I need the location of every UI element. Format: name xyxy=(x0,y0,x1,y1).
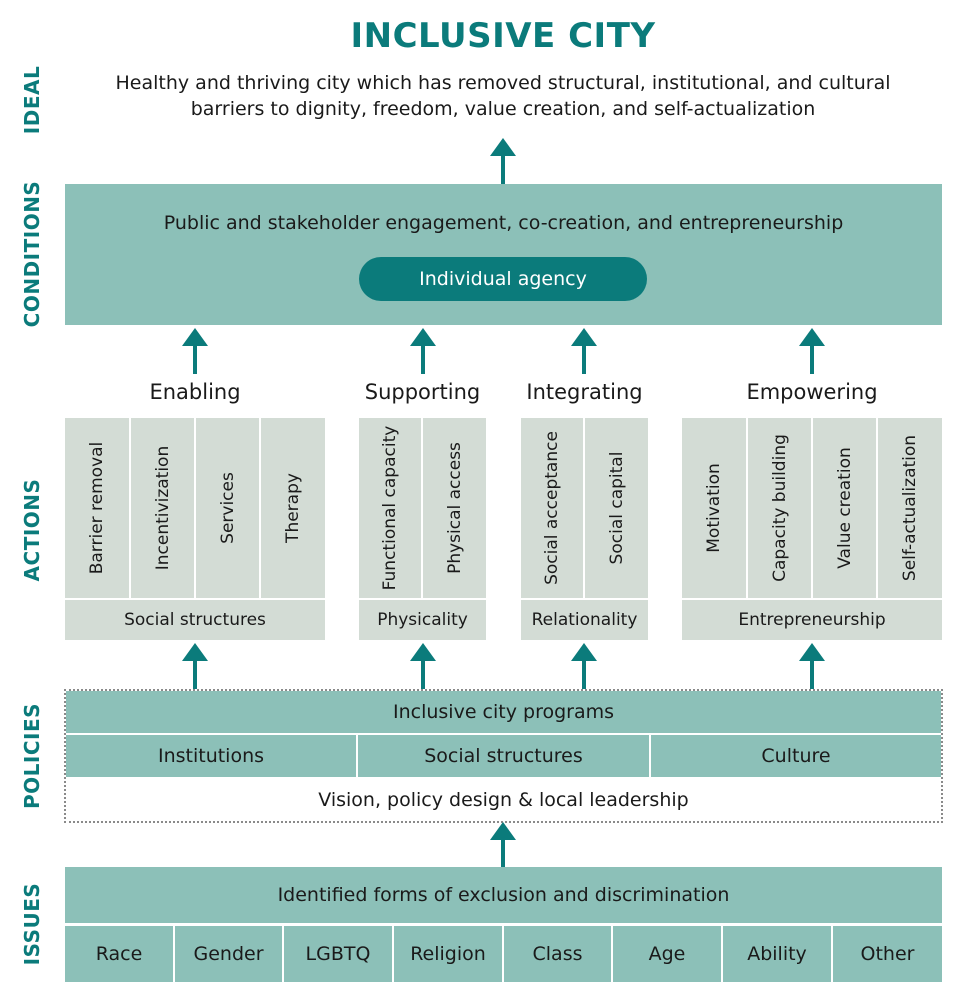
policy-area-social-structures: Social structures xyxy=(358,735,649,777)
issue-class: Class xyxy=(504,926,611,982)
ideal-statement: Healthy and thriving city which has remo… xyxy=(110,70,896,122)
action-category-entrepreneurship: Entrepreneurship xyxy=(682,600,942,640)
individual-agency-pill: Individual agency xyxy=(359,257,647,301)
issues-header: Identified forms of exclusion and discri… xyxy=(65,867,942,923)
arrow-up-icon xyxy=(571,328,597,374)
action-cell: Physical access xyxy=(423,418,486,598)
arrow-up-icon xyxy=(410,643,436,689)
side-label-issues: ISSUES xyxy=(20,882,44,966)
issue-gender: Gender xyxy=(175,926,282,982)
arrow-up-icon xyxy=(571,643,597,689)
side-label-policies: POLICIES xyxy=(20,702,44,810)
action-heading-enabling: Enabling xyxy=(149,380,241,404)
side-label-actions: ACTIONS xyxy=(20,478,44,582)
arrow-up-icon xyxy=(490,138,516,184)
issue-other: Other xyxy=(833,926,942,982)
issue-lgbtq: LGBTQ xyxy=(284,926,392,982)
action-cell: Therapy xyxy=(261,418,325,598)
action-label: Capacity building xyxy=(769,434,790,582)
action-cell: Incentivization xyxy=(131,418,194,598)
action-label: Functional capacity xyxy=(380,425,400,591)
arrow-up-icon xyxy=(799,643,825,689)
side-label-ideal: IDEAL xyxy=(20,65,44,135)
conditions-box xyxy=(65,184,942,325)
action-cell: Social acceptance xyxy=(521,418,583,598)
issue-ability: Ability xyxy=(723,926,831,982)
arrow-up-icon xyxy=(799,328,825,374)
action-label: Physical access xyxy=(444,442,465,574)
arrow-up-icon xyxy=(182,643,208,689)
diagram-title: INCLUSIVE CITY xyxy=(350,16,656,56)
action-label: Social acceptance xyxy=(542,431,562,585)
action-label: Value creation xyxy=(834,447,855,569)
issue-age: Age xyxy=(613,926,721,982)
action-label: Incentivization xyxy=(152,445,173,571)
action-category-relationality: Relationality xyxy=(521,600,648,640)
action-label: Self-actualization xyxy=(900,434,920,582)
side-label-conditions: CONDITIONS xyxy=(20,180,44,328)
conditions-text: Public and stakeholder engagement, co-cr… xyxy=(163,212,844,234)
policy-area-culture: Culture xyxy=(651,735,941,777)
action-cell: Capacity building xyxy=(748,418,811,598)
issue-race: Race xyxy=(65,926,173,982)
arrow-up-icon xyxy=(410,328,436,374)
policy-area-institutions: Institutions xyxy=(66,735,356,777)
action-label: Motivation xyxy=(704,463,724,553)
action-cell: Value creation xyxy=(813,418,876,598)
action-label: Therapy xyxy=(283,473,303,543)
ideal-line-2: barriers to dignity, freedom, value crea… xyxy=(190,98,816,120)
action-heading-supporting: Supporting xyxy=(364,380,481,404)
arrow-up-icon xyxy=(182,328,208,374)
action-label: Services xyxy=(217,472,238,544)
action-cell: Services xyxy=(196,418,259,598)
action-cell: Motivation xyxy=(682,418,746,598)
issue-religion: Religion xyxy=(394,926,502,982)
action-heading-empowering: Empowering xyxy=(746,380,878,404)
action-cell: Social capital xyxy=(585,418,648,598)
arrow-up-icon xyxy=(490,822,516,868)
policies-vision: Vision, policy design & local leadership xyxy=(66,779,941,821)
action-category-physicality: Physicality xyxy=(359,600,486,640)
policies-programs: Inclusive city programs xyxy=(66,691,941,733)
action-category-social-structures: Social structures xyxy=(65,600,325,640)
action-cell: Self-actualization xyxy=(878,418,942,598)
action-label: Barrier removal xyxy=(87,441,107,575)
action-cell: Functional capacity xyxy=(359,418,421,598)
ideal-line-1: Healthy and thriving city which has remo… xyxy=(115,72,891,94)
action-cell: Barrier removal xyxy=(65,418,129,598)
action-label: Social capital xyxy=(606,451,627,565)
action-heading-integrating: Integrating xyxy=(526,380,643,404)
